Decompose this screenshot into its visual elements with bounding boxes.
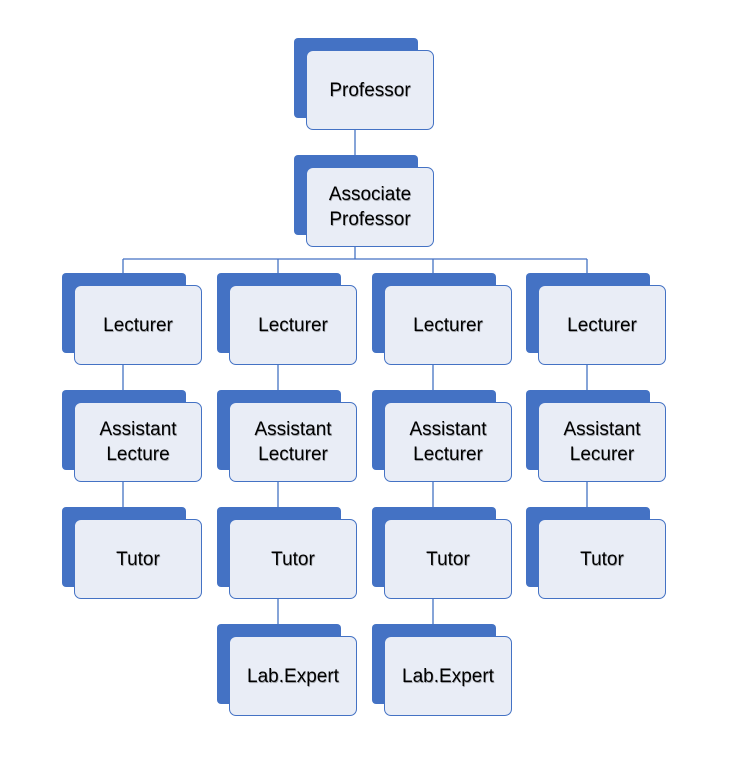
node-label: Tutor [426, 548, 470, 570]
node-lab-expert-2: Lab.Expert [217, 624, 357, 716]
node-box: Associate Professor [306, 167, 434, 247]
node-box: Tutor [74, 519, 202, 599]
node-assistant-2: Assistant Lecturer [217, 390, 357, 482]
node-associate-professor: Associate Professor [294, 155, 434, 247]
node-label: Associate Professor [328, 184, 412, 230]
node-label: Lecturer [413, 314, 483, 336]
node-assistant-4: Assistant Lecurer [526, 390, 666, 482]
node-tutor-1: Tutor [62, 507, 202, 599]
node-box: Lecturer [384, 285, 512, 365]
node-label: Tutor [580, 548, 624, 570]
node-box: Tutor [384, 519, 512, 599]
node-lab-expert-3: Lab.Expert [372, 624, 512, 716]
node-tutor-4: Tutor [526, 507, 666, 599]
node-box: Lecturer [538, 285, 666, 365]
node-label: Lecturer [567, 314, 637, 336]
node-assistant-1: Assistant Lecture [62, 390, 202, 482]
node-professor: Professor [294, 38, 434, 130]
node-box: Assistant Lecturer [229, 402, 357, 482]
node-lecturer-2: Lecturer [217, 273, 357, 365]
node-box: Lecturer [74, 285, 202, 365]
node-lecturer-4: Lecturer [526, 273, 666, 365]
node-box: Lab.Expert [229, 636, 357, 716]
node-box: Lecturer [229, 285, 357, 365]
node-label: Tutor [271, 548, 315, 570]
node-box: Assistant Lecurer [538, 402, 666, 482]
node-box: Tutor [538, 519, 666, 599]
node-box: Professor [306, 50, 434, 130]
node-label: Lab.Expert [247, 665, 339, 687]
node-lecturer-1: Lecturer [62, 273, 202, 365]
node-label: Professor [329, 79, 411, 101]
node-label: Assistant Lecurer [563, 419, 641, 465]
node-lecturer-3: Lecturer [372, 273, 512, 365]
node-label: Lab.Expert [402, 665, 494, 687]
node-label: Assistant Lecturer [254, 419, 332, 465]
node-label: Lecturer [258, 314, 328, 336]
node-assistant-3: Assistant Lecturer [372, 390, 512, 482]
node-box: Assistant Lecturer [384, 402, 512, 482]
node-box: Lab.Expert [384, 636, 512, 716]
node-label: Assistant Lecturer [409, 419, 487, 465]
node-label: Lecturer [103, 314, 173, 336]
node-tutor-3: Tutor [372, 507, 512, 599]
node-label: Assistant Lecture [99, 419, 177, 465]
node-box: Assistant Lecture [74, 402, 202, 482]
node-box: Tutor [229, 519, 357, 599]
node-label: Tutor [116, 548, 160, 570]
node-tutor-2: Tutor [217, 507, 357, 599]
